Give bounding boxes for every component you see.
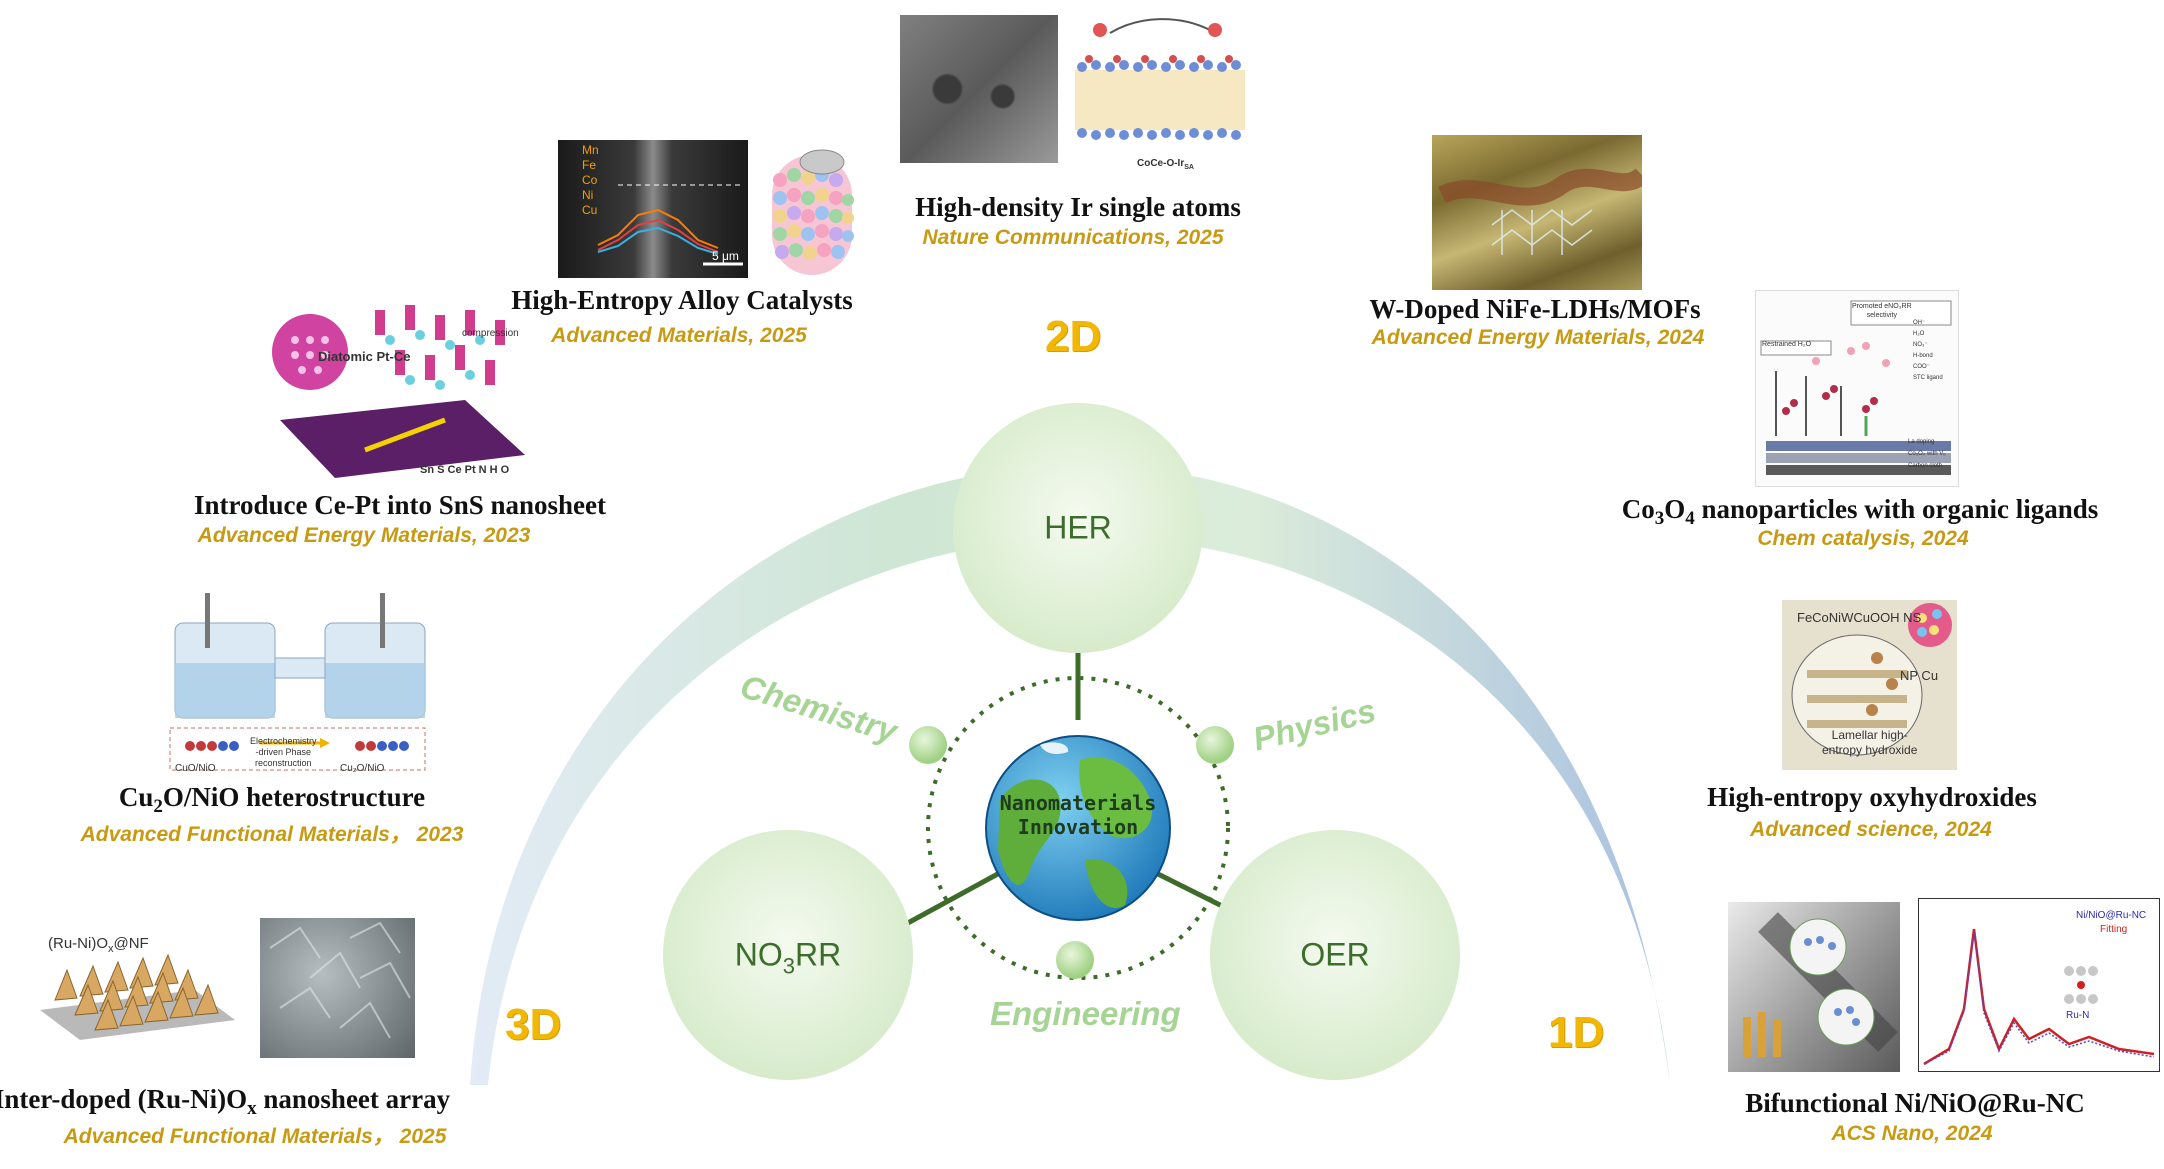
ni-nio-exafs-chart: [1918, 898, 2160, 1072]
heo-title: High-entropy oxyhydroxides: [1707, 782, 2037, 812]
heo-np-label: NP Cu: [1900, 668, 1939, 683]
cu2o-title: Cu2O/NiO heterostructure: [118, 782, 426, 817]
ru-ni-nanosheet-illustration: [35, 930, 240, 1040]
dimension-1d: 1D: [1548, 1008, 1605, 1057]
dimension-2d: 2D: [1045, 312, 1102, 361]
cu2o-cell-illustration: [165, 588, 430, 773]
ce-pt-compression-label: compression: [462, 328, 519, 339]
ir-structure-label: CoCe-O-IrSA: [1137, 158, 1194, 171]
ir-layer-illustration: [1070, 15, 1250, 165]
discipline-engineering: Engineering: [990, 995, 1181, 1032]
hea-title: High-Entropy Alloy Catalysts: [511, 285, 853, 315]
ce-pt-nanosheet-illustration: [255, 290, 535, 480]
node-oer: OER: [1300, 936, 1370, 973]
ce-pt-diatomic-label: Diatomic Pt-Ce: [318, 349, 411, 364]
hea-cylinder-illustration: [760, 140, 865, 285]
ce-pt-journal: Advanced Energy Materials, 2023: [197, 524, 531, 547]
ru-ni-journal: Advanced Functional Materials， 2025: [63, 1125, 447, 1148]
ru-ni-label: (Ru-Ni)Ox@NF: [48, 935, 149, 955]
w-nife-journal: Advanced Energy Materials, 2024: [1371, 326, 1705, 349]
w-nife-sem-image: [1432, 135, 1642, 290]
co3o4-ligand-illustration: [1755, 290, 1959, 487]
heo-structure-illustration: [1782, 600, 1957, 770]
node-her: HER: [1044, 509, 1112, 546]
ce-pt-title: Introduce Ce-Pt into SnS nanosheet: [193, 490, 607, 520]
heo-journal: Advanced science, 2024: [1750, 818, 1992, 841]
heo-bottom-label: Lamellar high-entropy hydroxide: [1822, 728, 1918, 757]
w-nife-title: W-Doped NiFe-LDHs/MOFs: [1369, 294, 1701, 324]
heo-label: FeCoNiWCuOOH NS: [1797, 610, 1922, 625]
ni-nio-legend-fitting: Fitting: [2100, 924, 2128, 935]
ru-ni-sem-image: [260, 918, 415, 1058]
cu2o-journal: Advanced Functional Materials， 2023: [80, 823, 464, 846]
node-no3rr: NO3RR: [734, 936, 842, 979]
co3o4-journal: Chem catalysis, 2024: [1757, 527, 1969, 550]
ni-nio-ru-label: Ru-N: [2066, 1010, 2090, 1021]
cu2o-left-label: CuO/NiO: [175, 763, 216, 774]
ir-haadf-image: [900, 15, 1058, 163]
ir-title: High-density Ir single atoms: [915, 192, 1241, 222]
cu2o-right-label: Cu₂O/NiO: [340, 763, 385, 774]
hea-journal: Advanced Materials, 2025: [551, 324, 807, 347]
dimension-3d: 3D: [505, 1000, 562, 1049]
ni-nio-legend-data: Ni/NiO@Ru-NC: [2076, 910, 2147, 921]
center-label: Nanomaterials Innovation: [999, 791, 1157, 839]
ru-ni-title: Inter-doped (Ru-Ni)Ox nanosheet array: [0, 1084, 451, 1119]
co3o4-restrained-label: Restrained H₂O: [1762, 341, 1812, 348]
ni-nio-title: Bifunctional Ni/NiO@Ru-NC: [1745, 1088, 2085, 1118]
ir-journal: Nature Communications, 2025: [922, 226, 1224, 249]
ni-nio-tem-image: [1728, 902, 1900, 1072]
co3o4-title: Co3O4 nanoparticles with organic ligands: [1621, 494, 2099, 529]
ni-nio-journal: ACS Nano, 2024: [1831, 1122, 1993, 1145]
hea-sem-image: [558, 140, 748, 278]
hea-scale-bar: 5 μm: [712, 249, 739, 263]
ce-pt-legend: Sn S Ce Pt N H O: [420, 464, 510, 476]
